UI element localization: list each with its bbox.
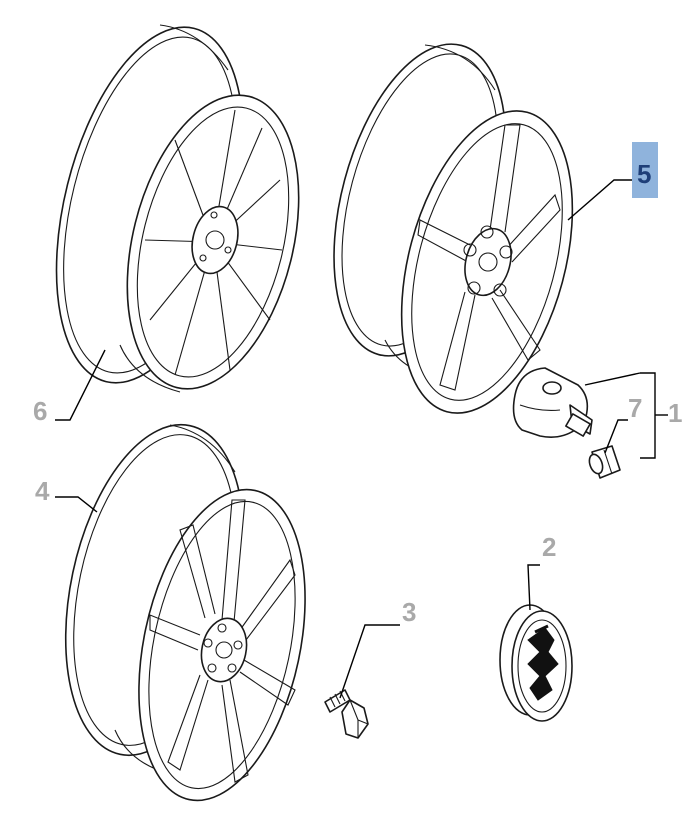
- tpms-sensor-part[interactable]: [512, 367, 593, 438]
- wheel-part-4[interactable]: [38, 408, 331, 816]
- leader-6: [55, 349, 106, 421]
- callout-4[interactable]: 4: [35, 476, 50, 506]
- scorpion-logo-icon: [527, 627, 559, 701]
- callout-6[interactable]: 6: [33, 396, 47, 426]
- leader-1-top: [584, 372, 641, 386]
- leader-5: [567, 179, 632, 221]
- callout-5-highlight: [632, 142, 658, 198]
- wheel-part-6[interactable]: [23, 8, 326, 407]
- wheel-part-5[interactable]: [303, 25, 602, 432]
- callout-1[interactable]: 1: [668, 398, 682, 428]
- hub-cap-part[interactable]: [499, 604, 573, 722]
- leader-4: [55, 496, 98, 513]
- leader-7: [604, 419, 628, 454]
- valve-cap-part[interactable]: [587, 445, 621, 479]
- leader-lines: [55, 179, 668, 699]
- leader-3: [339, 624, 400, 699]
- leader-2: [527, 564, 540, 611]
- callout-labels: 1 2 3 4 5 6 7: [33, 142, 682, 627]
- wheel-bolt-part[interactable]: [324, 689, 369, 739]
- callout-5[interactable]: 5: [637, 159, 651, 189]
- callout-3[interactable]: 3: [402, 597, 416, 627]
- callout-7[interactable]: 7: [628, 393, 642, 423]
- callout-2[interactable]: 2: [542, 532, 556, 562]
